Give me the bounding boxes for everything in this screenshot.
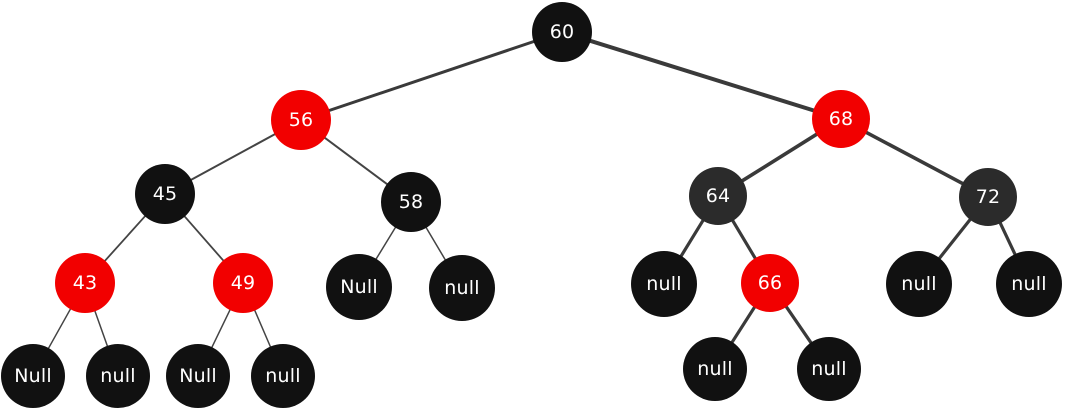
tree-edge-n60-n68	[585, 38, 819, 114]
tree-node-label: null	[646, 272, 682, 295]
tree-node-label: 68	[828, 107, 854, 130]
tree-node-label: 60	[549, 20, 575, 43]
tree-node-label: 66	[757, 271, 783, 294]
tree-node-l58b[interactable]: null	[429, 255, 495, 321]
tree-edge-n49-l49b	[252, 307, 273, 351]
tree-edge-n43-l43b	[93, 307, 110, 350]
tree-edge-n58-l58a	[373, 224, 398, 263]
tree-node-label: 64	[705, 184, 731, 207]
tree-node-l43a[interactable]: Null	[1, 344, 65, 408]
tree-edge-n66-l66b	[783, 302, 815, 347]
tree-node-n72[interactable]: 72	[959, 168, 1017, 226]
tree-node-n56[interactable]: 56	[271, 90, 331, 150]
tree-edge-n56-n58	[321, 135, 391, 187]
tree-node-l49b[interactable]: null	[251, 344, 315, 408]
tree-node-label: 43	[72, 271, 98, 294]
tree-edge-n43-l43a	[46, 305, 73, 352]
tree-edge-n60-n56	[325, 39, 538, 113]
tree-edge-n66-l66a	[729, 303, 758, 347]
tree-node-label: 56	[288, 108, 314, 131]
tree-edge-n72-l72a	[936, 215, 974, 263]
tree-node-label: null	[444, 276, 480, 299]
tree-node-label: null	[811, 357, 847, 380]
tree-node-label: null	[901, 272, 937, 295]
tree-node-n64[interactable]: 64	[689, 167, 747, 225]
tree-node-l66b[interactable]: null	[797, 337, 861, 401]
tree-edge-n49-l49a	[209, 306, 232, 351]
tree-node-label: Null	[340, 275, 378, 298]
tree-node-label: 49	[230, 271, 256, 294]
tree-edge-n58-l58b	[424, 224, 448, 263]
tree-node-label: null	[100, 364, 136, 387]
tree-node-label: 58	[398, 190, 424, 213]
tree-node-l64a[interactable]: null	[631, 251, 697, 317]
tree-edge-n56-n45	[187, 131, 279, 183]
tree-node-n49[interactable]: 49	[213, 253, 273, 313]
tree-node-label: null	[265, 364, 301, 387]
tree-edge-n45-n43	[102, 213, 148, 264]
tree-node-l66a[interactable]: null	[683, 337, 747, 401]
tree-node-n43[interactable]: 43	[55, 253, 115, 313]
tree-node-l49a[interactable]: Null	[166, 344, 230, 408]
tree-node-n68[interactable]: 68	[812, 90, 870, 148]
tree-edge-n64-n66	[729, 216, 759, 263]
tree-edge-n45-n49	[181, 213, 227, 264]
tree-node-l72a[interactable]: null	[886, 251, 952, 317]
tree-node-n58[interactable]: 58	[381, 172, 441, 232]
tree-node-label: Null	[179, 364, 217, 387]
tree-node-label: null	[1011, 272, 1047, 295]
tree-node-n66[interactable]: 66	[741, 254, 799, 312]
tree-node-label: 45	[152, 182, 178, 205]
tree-node-label: Null	[14, 364, 52, 387]
tree-node-n60[interactable]: 60	[532, 2, 592, 62]
tree-node-l43b[interactable]: null	[86, 344, 150, 408]
tree-node-l72b[interactable]: null	[996, 251, 1062, 317]
tree-node-n45[interactable]: 45	[135, 164, 195, 224]
tree-node-label: null	[697, 357, 733, 380]
tree-node-l58a[interactable]: Null	[326, 254, 392, 320]
tree-edge-n72-l72b	[997, 218, 1018, 259]
tree-edge-n64-l64a	[678, 216, 707, 261]
tree-edge-n68-n72	[862, 129, 967, 187]
tree-node-label: 72	[975, 185, 1001, 208]
tree-edge-n68-n64	[738, 131, 821, 184]
